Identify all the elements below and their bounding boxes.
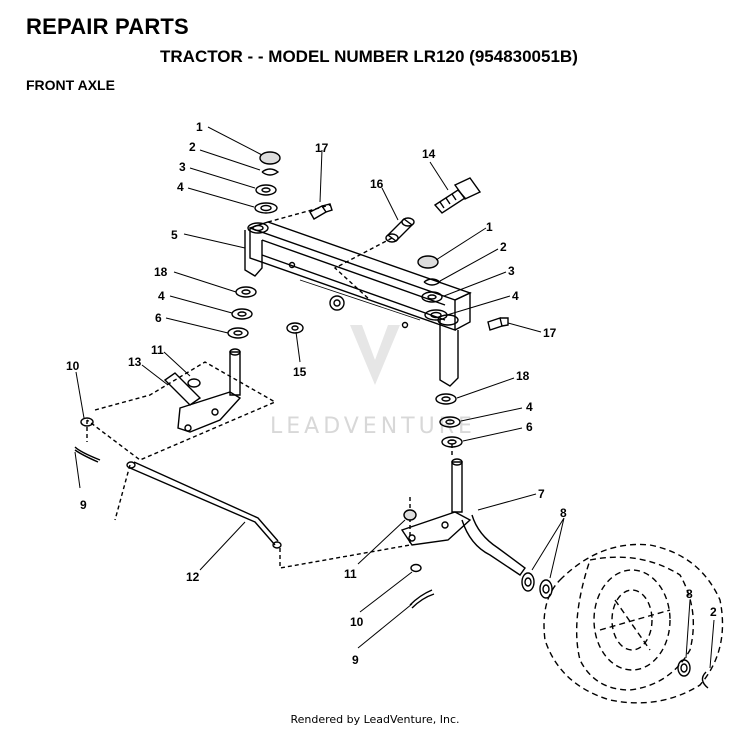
callout-10: 10	[350, 615, 364, 629]
callout-18: 18	[154, 265, 168, 279]
callout-12: 12	[186, 570, 200, 584]
callout-13: 13	[128, 355, 142, 369]
tire-outline	[543, 543, 724, 704]
callout-17: 17	[543, 326, 557, 340]
pivot-bolt	[433, 177, 482, 214]
tie-rod	[126, 461, 282, 549]
callout-14: 14	[422, 147, 436, 161]
callout-2: 2	[500, 240, 507, 254]
callout-10: 10	[66, 359, 80, 373]
pivot-washer	[286, 322, 304, 334]
callout-9: 9	[80, 498, 87, 512]
left-lower-washers	[227, 286, 257, 339]
tie-rod-dash	[279, 495, 411, 569]
callout-17: 17	[315, 141, 329, 155]
right-cap-stack	[417, 255, 448, 321]
left-dash	[267, 204, 331, 223]
callout-1: 1	[486, 220, 493, 234]
left-dash-box	[86, 361, 277, 461]
callout-4: 4	[158, 289, 165, 303]
callout-8: 8	[560, 506, 567, 520]
pivot-dash	[333, 237, 393, 301]
parts-drawing	[74, 126, 724, 704]
callout-15: 15	[293, 365, 307, 379]
model-subtitle: TRACTOR - - MODEL NUMBER LR120 (95483005…	[160, 47, 578, 66]
grease-fitting-left	[309, 203, 333, 220]
right-nut-washer-cotter	[403, 509, 435, 609]
callout-8: 8	[686, 587, 693, 601]
callout-3: 3	[508, 264, 515, 278]
callout-4: 4	[512, 289, 519, 303]
callout-labels: 1 2 3 4 5 18 4 6 10 13 11 9 12 17 16 14 …	[66, 120, 717, 667]
page-title: REPAIR PARTS	[26, 14, 189, 39]
right-lower-washers	[435, 393, 463, 448]
callout-16: 16	[370, 177, 384, 191]
callout-6: 6	[526, 420, 533, 434]
callout-5: 5	[171, 228, 178, 242]
right-spindle	[400, 458, 526, 576]
pivot-spacer	[385, 217, 415, 243]
watermark: LEADVENTURE	[270, 325, 476, 439]
callout-11: 11	[344, 567, 357, 581]
left-cap-stack	[254, 151, 281, 214]
footer-credit: Rendered by LeadVenture, Inc.	[290, 713, 460, 726]
callout-2: 2	[710, 605, 717, 619]
callout-4: 4	[526, 400, 533, 414]
callout-2: 2	[189, 140, 196, 154]
watermark-text: LEADVENTURE	[270, 414, 476, 439]
callout-3: 3	[179, 160, 186, 174]
callout-6: 6	[155, 311, 162, 325]
callout-11: 11	[151, 343, 164, 357]
axle-beam	[244, 221, 472, 387]
wheel-washers	[521, 572, 709, 689]
callout-7: 7	[538, 487, 545, 501]
left-washer-cotter	[74, 417, 101, 463]
callout-1: 1	[196, 120, 203, 134]
section-title: FRONT AXLE	[26, 77, 115, 93]
callout-4: 4	[177, 180, 184, 194]
left-spindle	[163, 348, 242, 433]
callout-9: 9	[352, 653, 359, 667]
grease-fitting-right	[487, 317, 509, 331]
callout-18: 18	[516, 369, 530, 383]
leader-lines	[74, 126, 715, 669]
